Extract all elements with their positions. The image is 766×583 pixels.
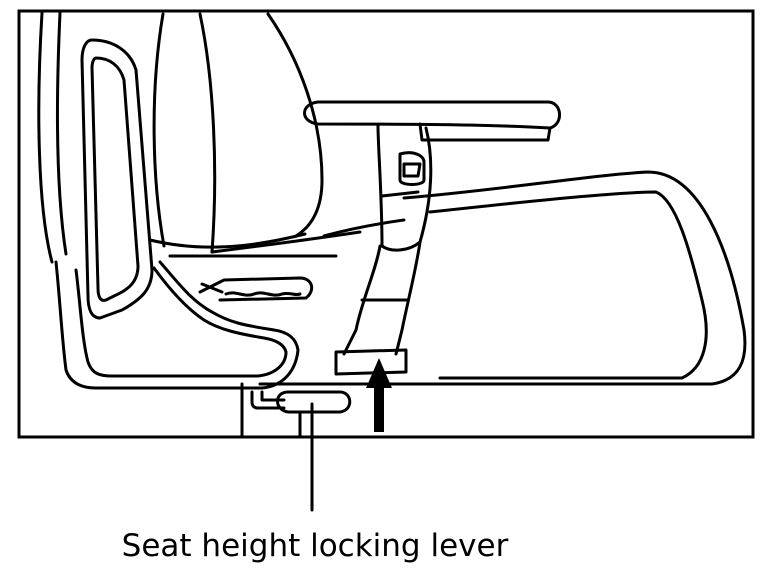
seat-height-locking-lever [276,390,352,438]
illustration-frame [17,9,755,439]
arm-post [334,240,422,376]
backrest [37,11,362,264]
side-bracket [54,38,300,390]
callout-label: Seat height locking lever [121,528,509,564]
base-column [240,382,286,438]
armrest [303,100,561,252]
tilt-handle [168,254,338,302]
seat [258,170,747,386]
arrow-up-icon [366,358,392,432]
